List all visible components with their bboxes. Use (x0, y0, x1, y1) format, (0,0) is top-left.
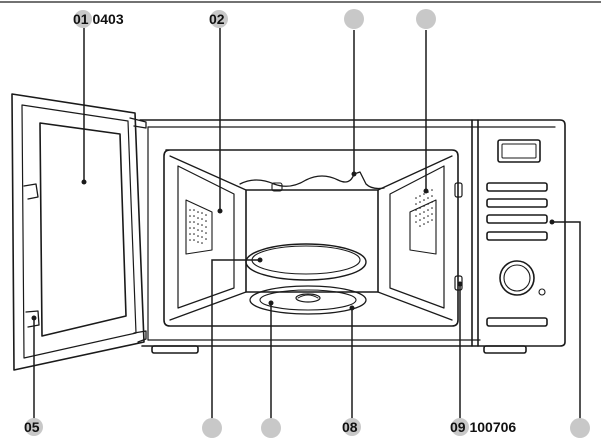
callout-markers (25, 9, 590, 438)
indicator-dot (538, 288, 546, 296)
glass-tray (245, 243, 367, 281)
interlock-slot-upper (454, 182, 463, 198)
vent-holes (189, 189, 433, 244)
heater-bracket (271, 182, 283, 192)
callout-marker-02 (210, 10, 228, 28)
callout-marker-03 (344, 9, 364, 29)
foot-left (151, 345, 199, 354)
callout-label-09: 09 100706 (450, 419, 516, 435)
leader-dots (31, 171, 555, 321)
roller-ring (249, 285, 367, 315)
door-hinge-bottom (133, 330, 147, 343)
callout-label-01: 01 0403 (73, 11, 124, 27)
callout-marker-01 (74, 10, 92, 28)
leader-10 (552, 221, 581, 420)
turntable (245, 243, 367, 315)
door-hinge-top (129, 117, 147, 129)
door-latch-upper (23, 183, 39, 200)
callout-marker-09 (451, 418, 469, 436)
panel-button-5 (486, 317, 548, 327)
callout-marker-05 (25, 418, 43, 436)
foot-right (483, 345, 527, 354)
display-window (497, 139, 541, 163)
panel-button-3 (486, 214, 548, 224)
coupler (295, 293, 321, 303)
control-dial (499, 260, 535, 296)
callout-label-02: 02 (209, 11, 225, 27)
callout-marker-10 (570, 418, 590, 438)
door (11, 93, 147, 371)
leader-06 (211, 259, 260, 420)
callout-marker-06 (202, 418, 222, 438)
panel-button-1 (486, 182, 548, 192)
leader-lines (33, 28, 581, 422)
vent-holes-left (189, 209, 207, 244)
panel-button-2 (486, 198, 548, 208)
callout-label-05: 05 (24, 419, 40, 435)
callout-marker-07 (261, 418, 281, 438)
control-panel (486, 139, 548, 327)
microwave-body (139, 119, 566, 354)
callout-marker-08 (343, 418, 361, 436)
panel-button-4 (486, 231, 548, 241)
callout-label-08: 08 (342, 419, 358, 435)
callout-marker-04 (416, 9, 436, 29)
grill-heater (239, 171, 385, 190)
oven-cavity (163, 149, 463, 327)
vent-holes-right (415, 189, 433, 227)
